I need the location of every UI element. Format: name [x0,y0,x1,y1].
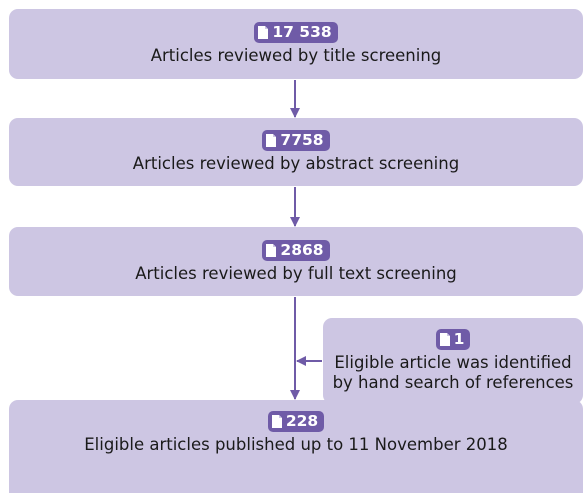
article-count: 7758 [280,131,324,149]
document-icon [271,415,282,428]
box-label-line-2: by hand search of references [332,373,574,392]
article-count: 17 538 [272,23,332,41]
box-title-screening: 17 538 Articles reviewed by title screen… [9,9,583,79]
count-badge: 2868 [262,239,330,261]
count-badge: 17 538 [254,22,338,43]
box-label: Articles reviewed by full text screening [135,263,457,283]
document-icon [266,134,277,147]
box-abstract-screening: 7758 Articles reviewed by abstract scree… [9,118,583,186]
article-count: 228 [285,412,319,430]
document-icon [258,26,269,39]
count-badge: 1 [435,329,471,350]
article-count: 1 [453,330,465,348]
article-count: 2868 [280,240,324,259]
box-label: Articles reviewed by title screening [150,46,442,65]
box-eligible-articles: 228 Eligible articles published up to 11… [9,400,583,493]
box-hand-search: 1 Eligible article was identified by han… [323,318,583,404]
box-label: Articles reviewed by abstract screening [132,154,460,173]
box-label: Eligible articles published up to 11 Nov… [84,435,508,454]
box-label-line-1: Eligible article was identified [334,353,572,372]
box-fulltext-screening: 2868 Articles reviewed by full text scre… [9,227,583,296]
document-icon [439,333,450,346]
document-icon [266,243,277,257]
count-badge: 228 [267,411,325,432]
count-badge: 7758 [262,130,330,151]
